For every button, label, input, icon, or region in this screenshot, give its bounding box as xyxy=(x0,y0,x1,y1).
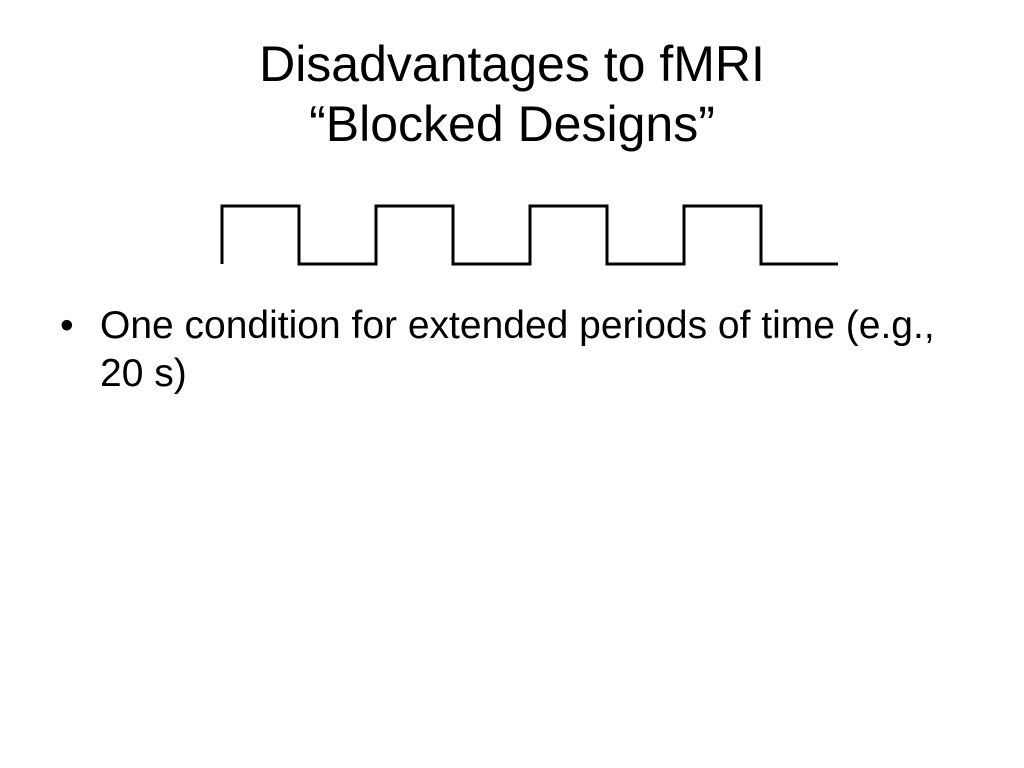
waveform-line xyxy=(220,204,838,266)
slide-title: Disadvantages to fMRI “Blocked Designs” xyxy=(0,34,1024,154)
bullet-marker: • xyxy=(60,304,74,347)
bullet-text: One condition for extended periods of ti… xyxy=(100,304,935,395)
bullet-item: • One condition for extended periods of … xyxy=(60,302,980,398)
bullet-list: • One condition for extended periods of … xyxy=(60,302,980,398)
title-line-2: “Blocked Designs” xyxy=(309,96,715,152)
title-line-1: Disadvantages to fMRI xyxy=(259,36,765,92)
